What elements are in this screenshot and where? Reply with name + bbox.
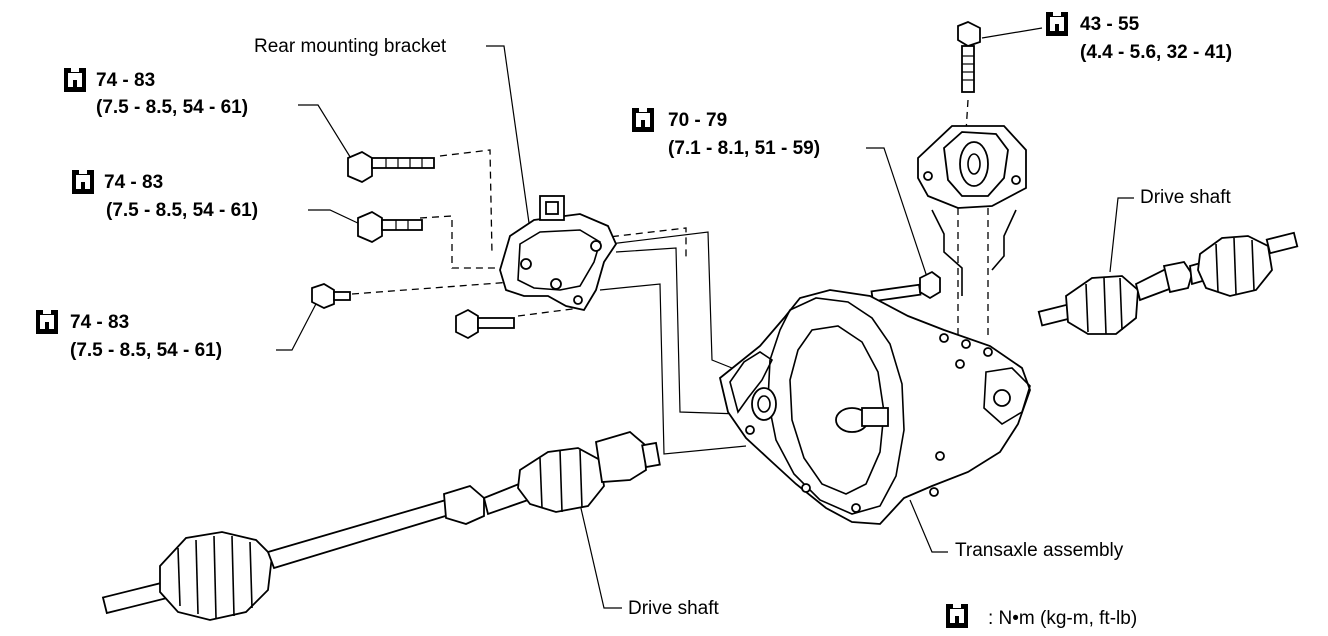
drive-shaft-left (101, 430, 661, 621)
upper-mount-bracket (917, 125, 1027, 296)
alignment-lines (351, 99, 989, 455)
torque-detail: (7.5 - 8.5, 54 - 61) (96, 97, 248, 118)
torque-wrench-icon (1046, 12, 1068, 36)
torque-wrench-icon (64, 68, 86, 92)
bolt-mid-left (357, 210, 423, 244)
drive-shaft-right (1037, 231, 1299, 335)
bolt-low-left (311, 283, 351, 309)
rear-mounting-bracket (499, 195, 618, 312)
bolt-top-left (347, 150, 435, 184)
torque-callout-low-left: 74 - 83 (7.5 - 8.5, 54 - 61) (36, 310, 222, 361)
torque-range: 74 - 83 (104, 172, 163, 193)
torque-callout-top-left: 74 - 83 (7.5 - 8.5, 54 - 61) (64, 68, 248, 118)
torque-detail: (4.4 - 5.6, 32 - 41) (1080, 42, 1232, 63)
torque-wrench-icon (72, 170, 94, 194)
transaxle-assembly-label: Transaxle assembly (955, 540, 1124, 561)
torque-detail: (7.5 - 8.5, 54 - 61) (70, 340, 222, 361)
leader-lines (276, 27, 1134, 609)
drive-shaft-left-label: Drive shaft (628, 598, 720, 619)
torque-callout-center: 70 - 79 (7.1 - 8.1, 51 - 59) (632, 108, 820, 159)
torque-wrench-icon (36, 310, 58, 334)
torque-wrench-icon (946, 604, 968, 628)
torque-detail: (7.5 - 8.5, 54 - 61) (106, 200, 258, 221)
bolt-bracket-lower (455, 308, 515, 340)
torque-callout-top-right: 43 - 55 (4.4 - 5.6, 32 - 41) (1046, 12, 1232, 63)
bolt-center (870, 270, 941, 303)
bolt-top-right (957, 21, 981, 93)
transaxle-assembly (718, 289, 1031, 525)
legend-units: : N•m (kg-m, ft-lb) (988, 608, 1137, 629)
torque-detail: (7.1 - 8.1, 51 - 59) (668, 138, 820, 159)
torque-range: 74 - 83 (70, 312, 129, 333)
torque-wrench-icon (632, 108, 654, 132)
torque-callout-mid-left: 74 - 83 (7.5 - 8.5, 54 - 61) (72, 170, 258, 221)
legend: : N•m (kg-m, ft-lb) (946, 604, 1137, 629)
torque-range: 74 - 83 (96, 70, 155, 91)
torque-range: 43 - 55 (1080, 14, 1140, 35)
drive-shaft-right-label: Drive shaft (1140, 187, 1232, 208)
rear-mounting-bracket-label: Rear mounting bracket (254, 36, 447, 57)
torque-range: 70 - 79 (668, 110, 727, 131)
